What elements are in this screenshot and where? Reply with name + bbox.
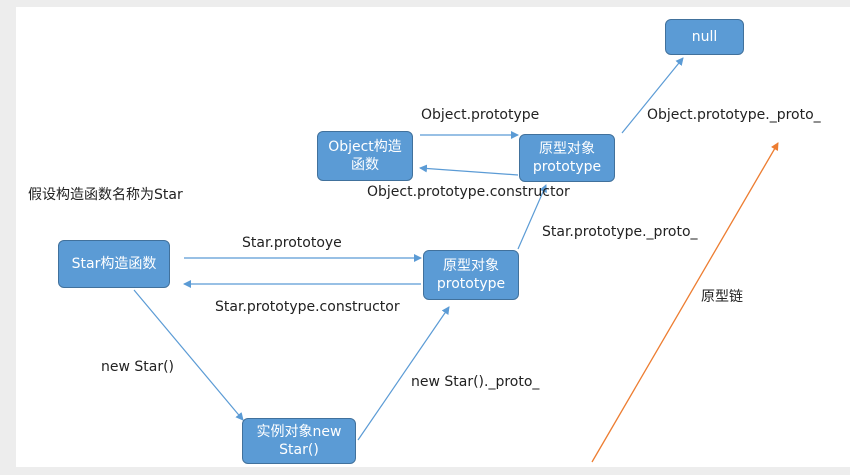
- diagram-canvas: [16, 7, 850, 467]
- star-constructor-node[interactable]: Star构造函数: [58, 240, 170, 288]
- null-node[interactable]: null: [665, 19, 744, 55]
- instance-node[interactable]: 实例对象new Star(): [242, 418, 356, 464]
- object-prototype-node[interactable]: 原型对象 prototype: [519, 134, 615, 182]
- assume-label: 假设构造函数名称为Star: [28, 187, 183, 203]
- object-prototype-proto-label: Object.prototype._proto_: [647, 107, 821, 123]
- star-prototype-label: Star.prototoye: [242, 235, 342, 251]
- object-prototype-constructor-label: Object.prototype.constructor: [367, 184, 570, 200]
- new-star-label: new Star(): [101, 359, 175, 375]
- object-prototype-label: Object.prototype: [421, 107, 540, 123]
- object-constructor-node[interactable]: Object构造 函数: [317, 131, 413, 181]
- star-prototype-proto-label: Star.prototype._proto_: [542, 224, 698, 240]
- star-prototype-node[interactable]: 原型对象 prototype: [423, 250, 519, 300]
- prototype-chain-label: 原型链: [701, 289, 743, 305]
- new-star-proto-label: new Star()._proto_: [411, 374, 540, 390]
- star-prototype-constructor-label: Star.prototype.constructor: [215, 299, 400, 315]
